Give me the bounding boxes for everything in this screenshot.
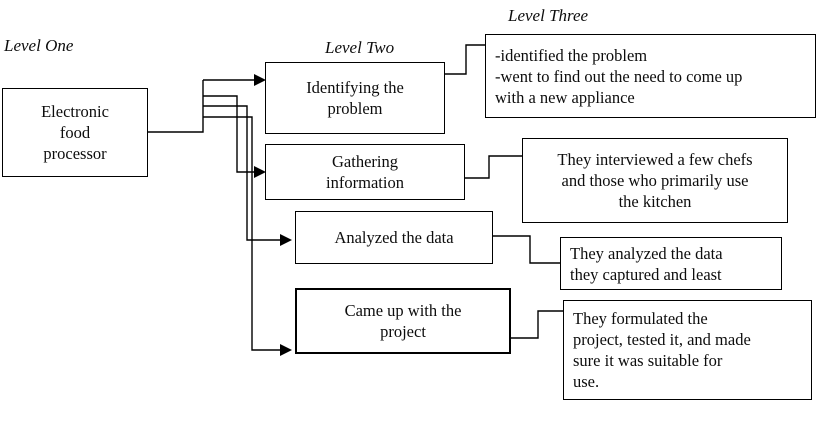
arrowhead-analyzed-the-data (280, 234, 292, 246)
node-electronic-food-processor[interactable]: Electronic food processor (2, 88, 148, 177)
connector-identifying-to-detail (445, 44, 485, 75)
arrowhead-came-up-with-the-project (280, 344, 292, 356)
node-detail-formulation[interactable]: They formulated the project, tested it, … (563, 300, 812, 400)
node-analyzed-the-data-label: Analyzed the data (334, 228, 454, 247)
node-detail-formulation-label: They formulated the project, tested it, … (573, 309, 751, 391)
level-one-label: Level One (4, 36, 74, 55)
connector-project-to-detail (511, 310, 563, 339)
node-came-up-with-the-project-label: Came up with the project (344, 301, 462, 341)
connector-to-gathering-information (203, 95, 256, 173)
node-electronic-food-processor-label: Electronic food processor (41, 102, 109, 163)
node-identifying-the-problem[interactable]: Identifying the problem (265, 62, 445, 134)
node-came-up-with-the-project[interactable]: Came up with the project (295, 288, 511, 354)
level-three-label: Level Three (508, 6, 589, 25)
level-two-label: Level Two (325, 38, 395, 57)
connector-analyzed-to-detail (493, 235, 560, 264)
node-analyzed-the-data[interactable]: Analyzed the data (295, 211, 493, 264)
connector-gathering-to-detail (465, 155, 522, 179)
connector-trunk (148, 80, 204, 133)
node-detail-interviews-label: They interviewed a few chefs and those w… (557, 150, 753, 211)
node-detail-analysis-label: They analyzed the data they captured and… (570, 243, 723, 284)
node-gathering-information[interactable]: Gathering information (265, 144, 465, 200)
node-detail-analysis[interactable]: They analyzed the data they captured and… (560, 237, 782, 290)
node-detail-identified-problem-label: -identified the problem -went to find ou… (495, 45, 743, 107)
node-gathering-information-label: Gathering information (326, 152, 404, 192)
node-detail-interviews[interactable]: They interviewed a few chefs and those w… (522, 138, 788, 223)
node-detail-identified-problem[interactable]: -identified the problem -went to find ou… (485, 34, 816, 118)
node-identifying-the-problem-label: Identifying the problem (306, 78, 404, 118)
